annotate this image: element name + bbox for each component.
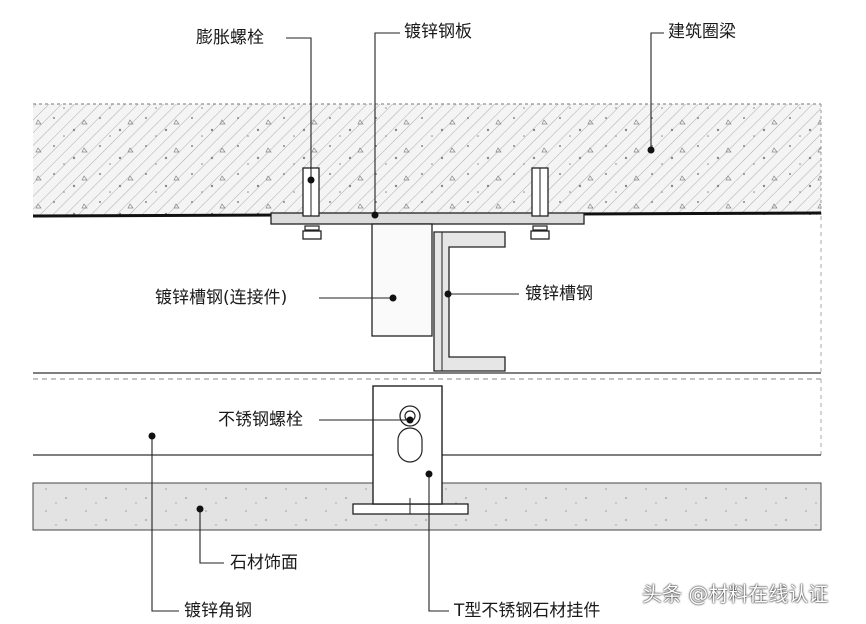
- label-ring-beam: 建筑圈梁: [668, 22, 736, 42]
- label-angle-steel: 镀锌角钢: [184, 601, 252, 621]
- label-channel-connector: 镀锌槽钢(连接件): [155, 288, 288, 308]
- channel-steel: [433, 231, 506, 372]
- ring-beam-block: [33, 103, 822, 215]
- label-stainless-bolt: 不锈钢螺栓: [218, 410, 303, 430]
- label-t-hanger: T型不锈钢石材挂件: [454, 601, 601, 621]
- label-galvanized-plate: 镀锌钢板: [404, 22, 472, 42]
- channel-connector: [371, 223, 433, 337]
- leader-lines: [151, 32, 664, 612]
- label-expansion-bolt: 膨胀螺栓: [196, 28, 264, 48]
- expansion-bolt-right: [530, 167, 550, 240]
- watermark-text: 头条 @材料在线认证: [642, 582, 829, 606]
- label-channel-steel: 镀锌槽钢: [525, 284, 593, 304]
- leader-dots: [148, 146, 655, 513]
- label-stone-finish: 石材饰面: [230, 553, 298, 573]
- t-hanger: [352, 385, 469, 515]
